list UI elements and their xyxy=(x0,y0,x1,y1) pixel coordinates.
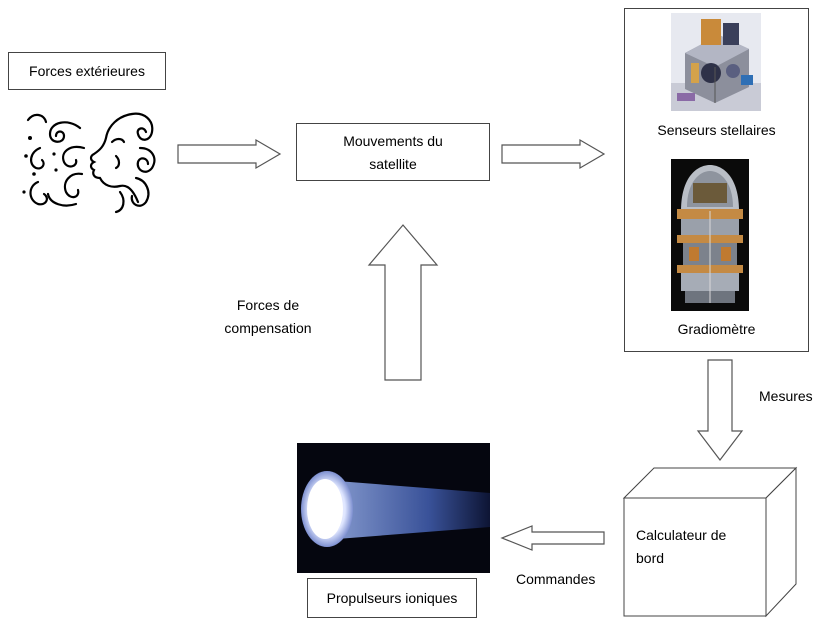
gradiometer-photo xyxy=(671,159,749,311)
onboard-computer-box-3d xyxy=(622,466,798,618)
arrow-measures-down xyxy=(696,359,744,461)
gradiometer-label: Gradiomètre xyxy=(677,321,756,337)
onboard-computer-label-line1: Calculateur de xyxy=(636,527,727,543)
arrow-commands-left xyxy=(500,525,605,551)
satellite-motion-box: Mouvements du satellite xyxy=(296,123,490,181)
external-forces-label: Forces extérieures xyxy=(29,63,145,79)
compensation-forces-label-line2: compensation xyxy=(224,320,312,336)
star-sensor-photo xyxy=(671,13,761,111)
wind-face-illustration xyxy=(22,112,156,214)
onboard-computer-label-line2: bord xyxy=(636,550,665,566)
satellite-motion-label-line2: satellite xyxy=(369,156,417,172)
compensation-forces-label-line1: Forces de xyxy=(236,297,300,313)
arrow-motion-to-sensors xyxy=(501,138,606,170)
ion-thrusters-label: Propulseurs ioniques xyxy=(326,590,458,606)
external-forces-box: Forces extérieures xyxy=(8,52,166,90)
arrow-external-to-motion xyxy=(177,138,282,170)
commands-label: Commandes xyxy=(516,571,596,587)
ion-thrusters-box: Propulseurs ioniques xyxy=(307,578,477,618)
ion-thruster-photo xyxy=(297,443,490,573)
arrow-compensation-up xyxy=(367,224,439,381)
satellite-motion-label-line1: Mouvements du xyxy=(343,133,443,149)
measures-label: Mesures xyxy=(759,388,813,404)
sensors-box: Senseurs stellaires Gradiomètre xyxy=(624,8,809,352)
star-sensors-label: Senseurs stellaires xyxy=(657,122,776,138)
